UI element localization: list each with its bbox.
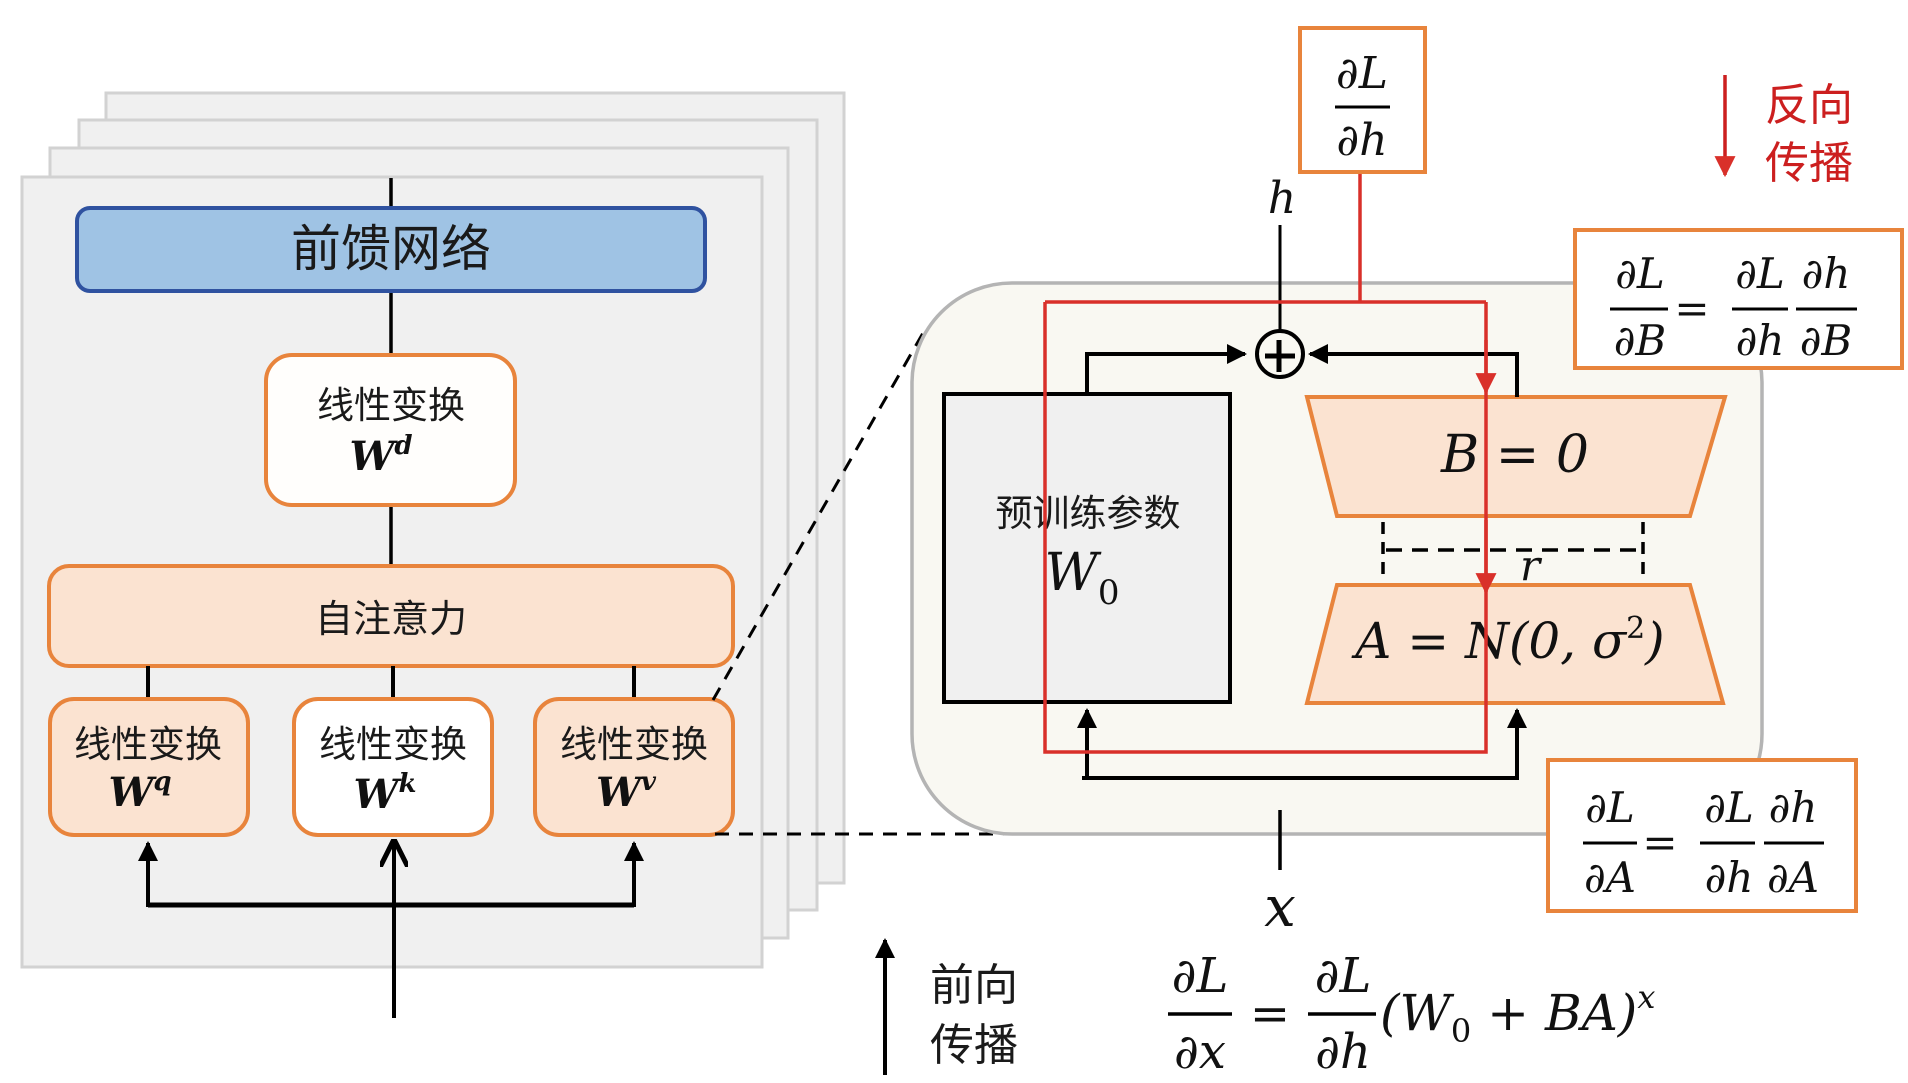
linear-wv-block: 线性变换 Wv bbox=[533, 697, 735, 837]
linear-wd-block: 线性变换 Wd bbox=[264, 353, 517, 507]
self-attention-block: 自注意力 bbox=[47, 564, 735, 668]
b-to-sum bbox=[1308, 344, 1519, 397]
linear-wq-block: 线性变换 Wq bbox=[48, 697, 250, 837]
pretrained-weight-block: 预训练参数 W0 bbox=[942, 392, 1232, 704]
grad-da-r1-num: ∂L bbox=[1704, 783, 1754, 832]
grad-dx-rhs: (W0 + BA)x bbox=[1380, 978, 1655, 1050]
grad-dx-r1-num: ∂L bbox=[1315, 948, 1372, 1004]
forward-paths bbox=[1077, 225, 1527, 870]
grad-da-lhs-den: ∂A bbox=[1584, 853, 1636, 902]
legend-forward-line1: 前向 bbox=[930, 960, 1018, 1011]
rank-label: r bbox=[1520, 541, 1543, 590]
ffn-label: 前馈网络 bbox=[291, 220, 491, 278]
matrix-a-block: A = N(0, σ2) bbox=[1304, 583, 1726, 705]
linear-wk-block: 线性变换 Wk bbox=[292, 697, 494, 837]
grad-da-lhs-num: ∂L bbox=[1585, 783, 1635, 832]
grad-dl-dx-equation: ∂L ∂x = ∂L ∂h (W0 + BA)x bbox=[1168, 948, 1655, 1080]
grad-dx-eq: = bbox=[1250, 986, 1290, 1042]
legend-backward-line2: 传播 bbox=[1765, 138, 1853, 189]
linear-wv-label: 线性变换 bbox=[560, 723, 708, 766]
self-attention-label: 自注意力 bbox=[315, 597, 467, 641]
grad-dx-lhs-den: ∂x bbox=[1174, 1024, 1226, 1080]
grad-dl-db-box: ∂L ∂B = ∂L ∂h ∂h ∂B bbox=[1573, 228, 1904, 370]
legend-forward: 前向 传播 bbox=[875, 938, 1018, 1075]
pretrained-symbol: W0 bbox=[1044, 543, 1119, 613]
linear-wq-symbol: Wq bbox=[108, 767, 171, 816]
input-arrows bbox=[138, 842, 644, 1018]
ffn-block: 前馈网络 bbox=[75, 206, 707, 293]
matrix-a-label: A = N(0, σ2) bbox=[1351, 611, 1664, 670]
grad-da-r1-den: ∂h bbox=[1705, 853, 1754, 902]
grad-db-r2-den: ∂B bbox=[1800, 316, 1853, 365]
grad-db-eq: = bbox=[1674, 284, 1709, 333]
w0-to-sum bbox=[1085, 344, 1247, 394]
output-h-label: h bbox=[1268, 173, 1296, 224]
linear-wq-label: 线性变换 bbox=[74, 723, 222, 766]
grad-dx-r1-den: ∂h bbox=[1315, 1024, 1371, 1080]
legend-backward: 反向 传播 bbox=[1714, 75, 1853, 189]
grad-dl-dh-den: ∂h bbox=[1336, 115, 1387, 166]
grad-dl-dh-num: ∂L bbox=[1336, 48, 1388, 99]
grad-db-r1-den: ∂h bbox=[1736, 316, 1785, 365]
legend-forward-line2: 传播 bbox=[930, 1020, 1018, 1071]
sum-node bbox=[1255, 329, 1305, 379]
legend-backward-line1: 反向 bbox=[1765, 80, 1853, 131]
rank-indicator: r bbox=[1381, 522, 1645, 590]
grad-db-r2-num: ∂h bbox=[1802, 249, 1851, 298]
input-x-label: x bbox=[1264, 875, 1296, 940]
grad-db-lhs-num: ∂L bbox=[1615, 249, 1665, 298]
grad-db-r1-num: ∂L bbox=[1735, 249, 1785, 298]
linear-wd-label: 线性变换 bbox=[317, 384, 465, 427]
matrix-b-label: B = 0 bbox=[1440, 425, 1589, 485]
grad-da-r2-num: ∂h bbox=[1769, 783, 1818, 832]
backward-path bbox=[1043, 172, 1497, 754]
linear-wk-symbol: Wk bbox=[354, 769, 417, 818]
matrix-b-block: B = 0 bbox=[1304, 395, 1728, 518]
grad-dl-da-box: ∂L ∂A = ∂L ∂h ∂h ∂A bbox=[1546, 758, 1858, 913]
pretrained-label: 预训练参数 bbox=[996, 492, 1181, 535]
grad-dl-dh-box: ∂L ∂h bbox=[1298, 26, 1427, 174]
linear-wk-label: 线性变换 bbox=[319, 723, 467, 766]
grad-da-r2-den: ∂A bbox=[1767, 853, 1819, 902]
grad-dx-lhs-num: ∂L bbox=[1172, 948, 1229, 1004]
linear-wv-symbol: Wv bbox=[596, 767, 657, 816]
grad-da-eq: = bbox=[1642, 818, 1677, 867]
grad-db-lhs-den: ∂B bbox=[1614, 316, 1667, 365]
linear-wd-symbol: Wd bbox=[349, 431, 412, 480]
